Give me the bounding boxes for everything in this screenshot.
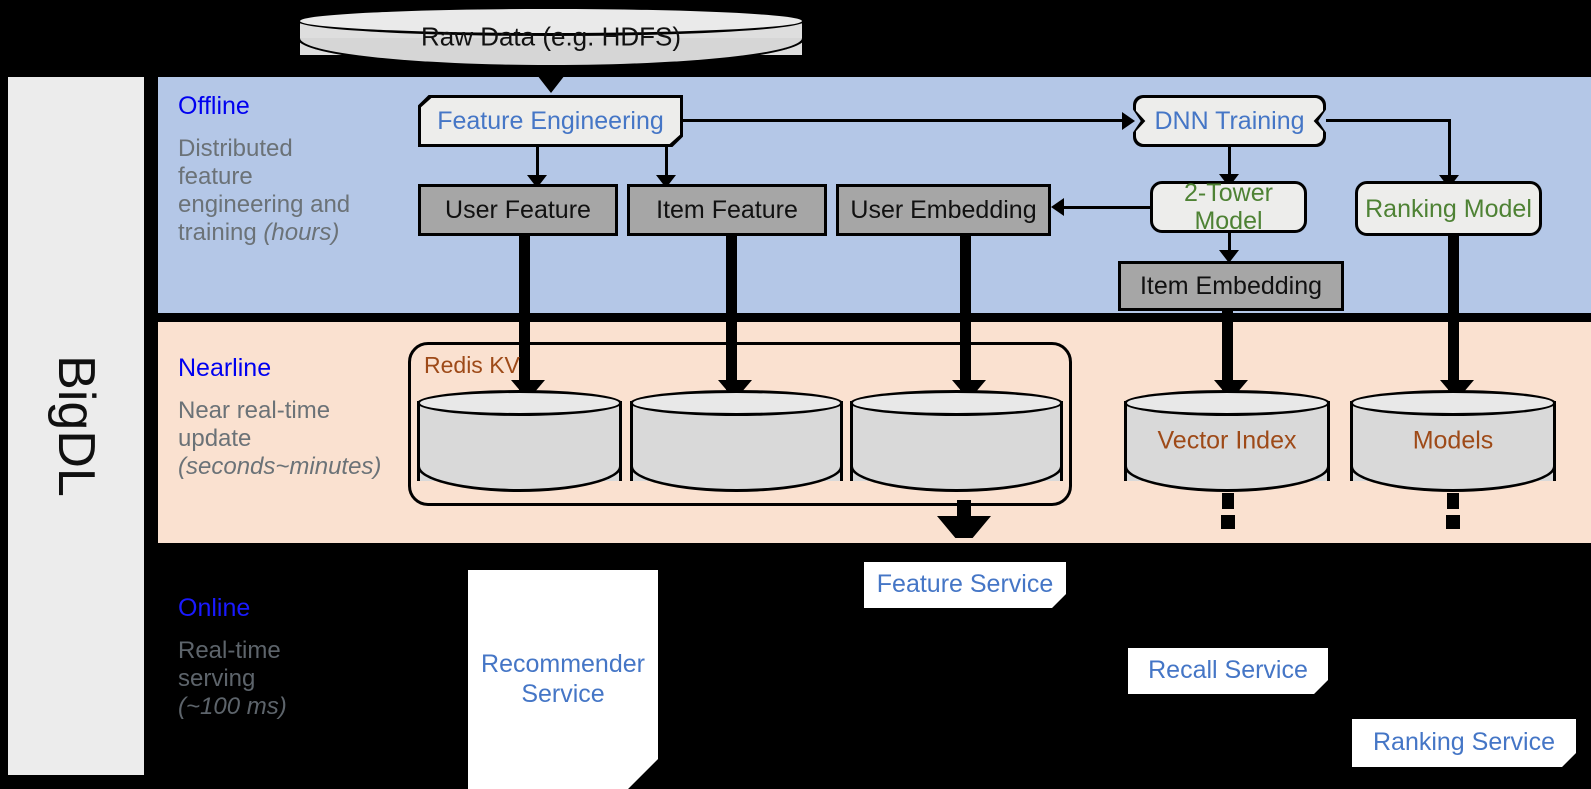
redis-store-3[interactable]: [850, 390, 1063, 492]
ranking-model-label: Ranking Model: [1365, 194, 1532, 223]
connector-dnn-ranking-v: [1448, 119, 1451, 181]
pipe-item-feature: [726, 236, 737, 390]
online-subtitle-line-2: serving: [178, 665, 413, 693]
item-feature-label: Item Feature: [656, 196, 798, 224]
feature-service-node[interactable]: Feature Service: [864, 562, 1066, 608]
connector-vectorindex-recall-seg2: [1221, 515, 1235, 529]
models-store[interactable]: Models: [1350, 390, 1556, 492]
arrowhead-fe-dnn: [1122, 112, 1135, 130]
redis-store-2[interactable]: [630, 390, 843, 492]
offline-caption: Offline Distributed feature engineering …: [178, 92, 413, 248]
pipe-user-embedding: [960, 236, 971, 390]
offline-subtitle-line-3: engineering and: [178, 191, 351, 219]
connector-vectorindex-recall-seg1: [1222, 493, 1234, 509]
nearline-subtitle-line-2: update: [178, 425, 413, 453]
raw-data-label: Raw Data (e.g. HDFS): [420, 21, 682, 52]
models-label: Models: [1412, 426, 1494, 455]
connector-fe-itemfeature: [665, 147, 668, 179]
offline-subtitle-word: training: [178, 219, 264, 247]
user-embedding-label: User Embedding: [850, 196, 1037, 224]
offline-title: Offline: [178, 92, 250, 120]
offline-subtitle-emphasis: (hours): [263, 219, 340, 247]
cylinder-bottom: [1350, 466, 1556, 492]
nearline-subtitle-word: update: [178, 424, 252, 452]
connector-rediskv-featureservice: [957, 500, 971, 516]
cylinder-bottom: [1124, 466, 1330, 492]
recall-service-label: Recall Service: [1148, 656, 1308, 685]
ranking-service-label: Ranking Service: [1372, 728, 1556, 757]
arrowhead-twotower-itemembedding: [1219, 250, 1239, 263]
item-feature-node[interactable]: Item Feature: [627, 184, 827, 236]
connector-dnn-twotower: [1228, 147, 1231, 179]
nearline-caption: Nearline Near real-time update (seconds~…: [178, 354, 413, 482]
recommender-service-node[interactable]: Recommender Service: [468, 570, 658, 789]
offline-subtitle-line-1: Distributed: [178, 134, 293, 162]
nearline-subtitle-line-1: Near real-time: [178, 396, 331, 424]
online-subtitle-line-1: Real-time: [178, 636, 281, 664]
connector-models-ranking-seg2: [1446, 515, 1460, 529]
redis-kv-label: Redis KV: [424, 352, 520, 378]
arrowhead-rawdata-fe: [537, 75, 565, 93]
node-fill: DNN Training: [1136, 98, 1323, 144]
user-feature-node[interactable]: User Feature: [418, 184, 618, 236]
vector-index-label: Vector Index: [1157, 426, 1297, 455]
cylinder-top: [1350, 390, 1556, 416]
online-subtitle-emphasis: (~100 ms): [178, 693, 287, 721]
item-embedding-label: Item Embedding: [1139, 272, 1323, 300]
cylinder-top: [1124, 390, 1330, 416]
cylinder-top: [630, 390, 843, 416]
online-subtitle-word: serving: [178, 664, 256, 692]
cylinder-bottom: [417, 466, 622, 492]
online-subtitle: Real-time serving (~100 ms): [178, 637, 413, 722]
two-tower-model-node[interactable]: 2-Tower Model: [1150, 179, 1307, 235]
item-embedding-node[interactable]: Item Embedding: [1118, 261, 1344, 311]
redis-store-1[interactable]: [417, 390, 622, 492]
raw-data-store: Raw Data (e.g. HDFS): [297, 6, 805, 68]
cylinder-top: [297, 6, 805, 36]
online-title: Online: [178, 594, 251, 622]
connector-twotower-userembedding: [1064, 206, 1152, 209]
nearline-subtitle: Near real-time update (seconds~minutes): [178, 397, 413, 482]
redis-kv-container: [408, 342, 1072, 506]
cylinder-top: [417, 390, 622, 416]
feature-service-label: Feature Service: [876, 570, 1054, 599]
recall-service-node[interactable]: Recall Service: [1128, 648, 1328, 694]
connector-models-ranking-seg1: [1447, 493, 1459, 509]
ranking-service-node[interactable]: Ranking Service: [1352, 719, 1576, 767]
offline-subtitle: Distributed feature engineering and trai…: [178, 135, 413, 248]
cylinder-bottom: [630, 466, 843, 492]
connector-fe-dnn: [683, 119, 1126, 122]
cylinder-top: [850, 390, 1063, 416]
online-subtitle-line-3: (~100 ms): [178, 693, 413, 721]
connector-twotower-itemembedding: [1228, 233, 1231, 257]
pipe-user-feature: [519, 236, 530, 390]
cylinder-bottom: [850, 466, 1063, 492]
dnn-training-node[interactable]: DNN Training: [1133, 95, 1326, 147]
user-feature-label: User Feature: [445, 196, 591, 224]
ranking-model-node[interactable]: Ranking Model: [1355, 181, 1542, 236]
feature-engineering-label: Feature Engineering: [437, 106, 664, 135]
nearline-title: Nearline: [178, 354, 272, 382]
nearline-subtitle-line-3: (seconds~minutes): [178, 453, 413, 481]
pipe-item-embedding: [1222, 311, 1233, 390]
offline-subtitle-line-4: training (hours): [178, 219, 413, 247]
pipe-ranking-model: [1448, 236, 1459, 390]
feature-engineering-node[interactable]: Feature Engineering: [418, 95, 683, 147]
connector-dnn-ranking-h: [1326, 119, 1451, 122]
bigdl-framework-rail: BigDL: [8, 77, 144, 775]
user-embedding-node[interactable]: User Embedding: [836, 184, 1051, 236]
arrowhead-twotower-userembedding: [1051, 198, 1064, 216]
online-caption: Online Real-time serving (~100 ms): [178, 594, 413, 722]
recommender-service-label: Recommender Service: [481, 650, 645, 708]
offline-subtitle-line-2: feature: [178, 162, 253, 190]
connector-fe-userfeature: [536, 147, 539, 179]
nearline-subtitle-emphasis: (seconds~minutes): [178, 453, 382, 481]
dnn-training-label: DNN Training: [1154, 106, 1305, 135]
node-fill: Feature Engineering: [421, 98, 680, 144]
two-tower-model-label: 2-Tower Model: [1184, 179, 1273, 235]
bigdl-label: BigDL: [47, 355, 105, 497]
vector-index-store[interactable]: Vector Index: [1124, 390, 1330, 492]
